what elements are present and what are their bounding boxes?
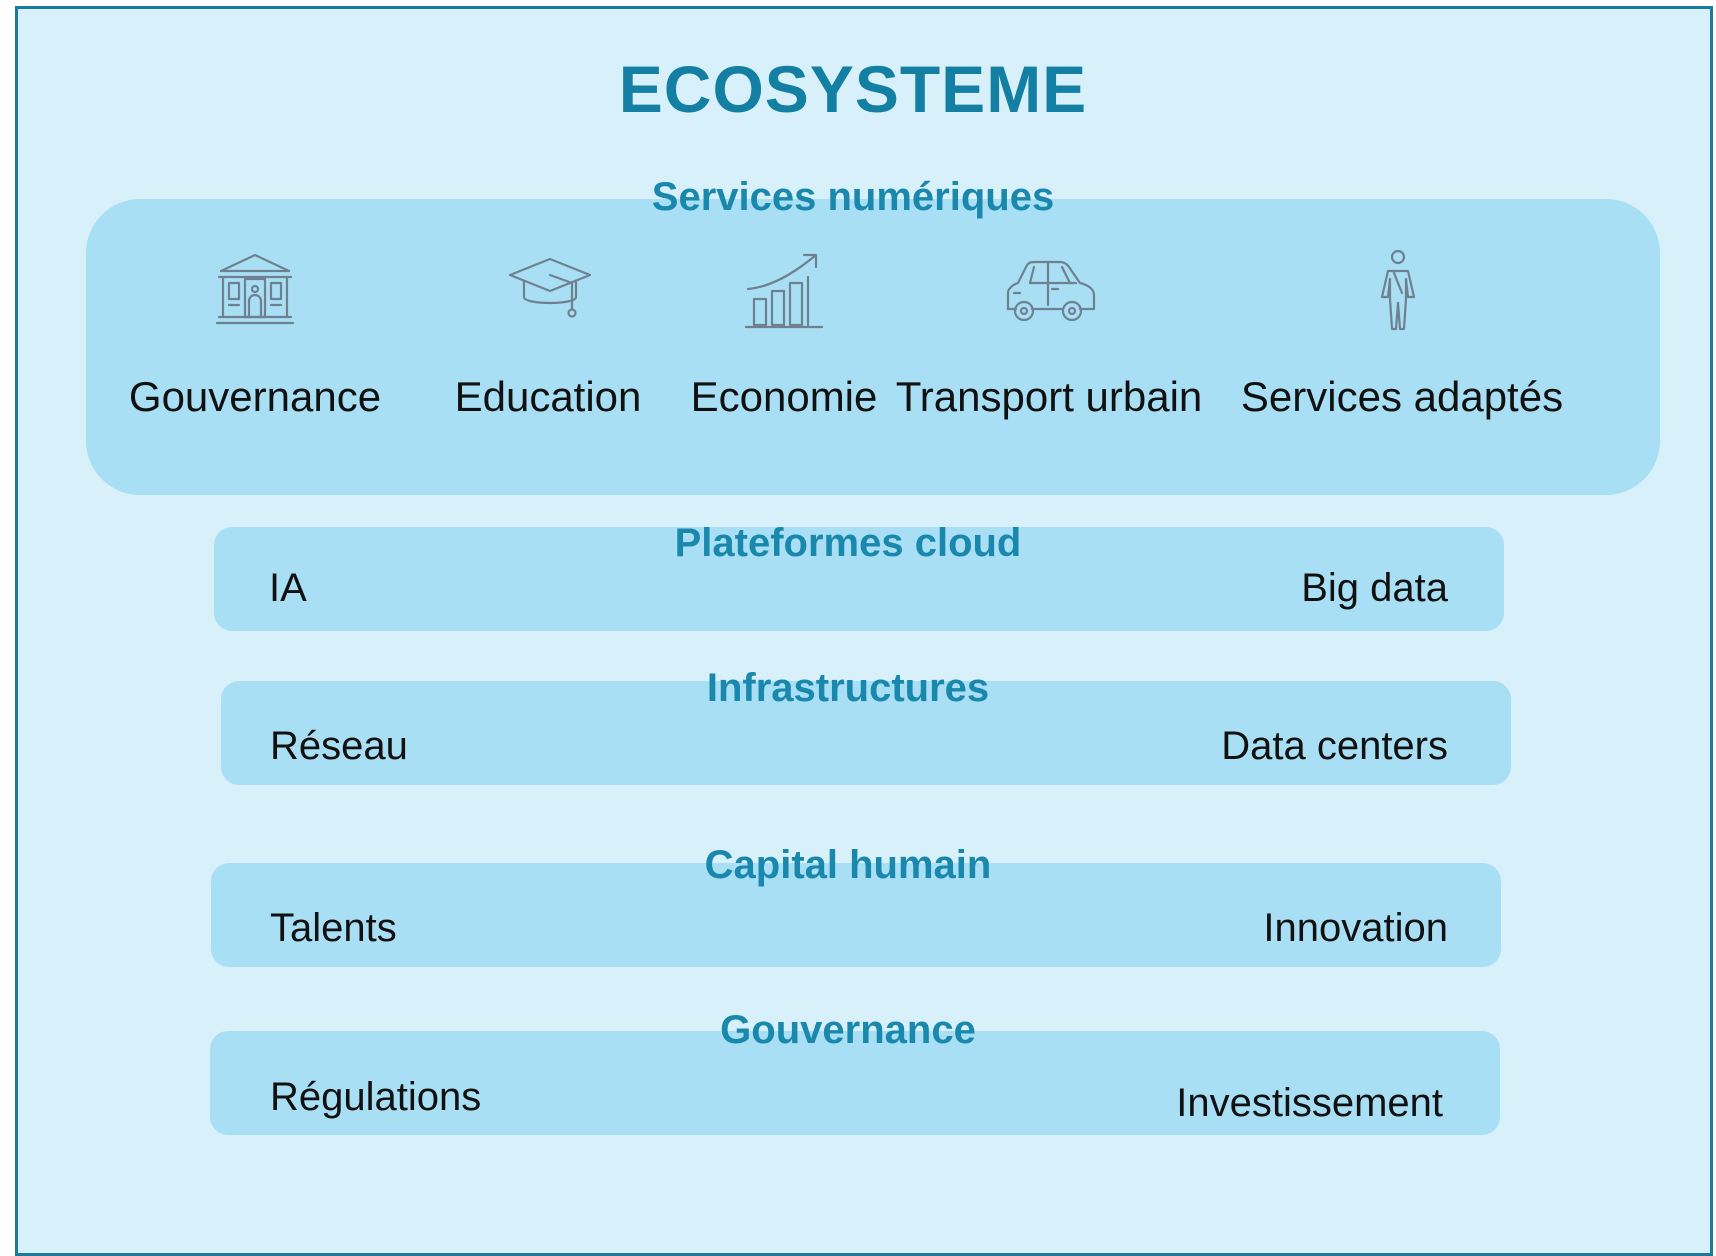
layer-governance-box <box>210 1031 1500 1135</box>
growth-chart-icon <box>744 253 824 329</box>
layer-cloud-title: Plateformes cloud <box>674 521 1022 565</box>
service-governance <box>213 249 297 331</box>
layer-governance-right: Investissement <box>1176 1081 1443 1125</box>
service-transport <box>1000 259 1096 325</box>
ecosystem-frame: ECOSYSTEME Services numériques <box>15 6 1713 1256</box>
service-adapted <box>1374 249 1422 333</box>
service-label-education: Education <box>454 373 642 420</box>
layer-cloud-left: IA <box>269 566 307 610</box>
service-economy <box>744 251 824 331</box>
graduation-cap-icon <box>508 257 592 318</box>
layer-cloud-right: Big data <box>1301 566 1448 610</box>
government-building-icon <box>215 253 295 325</box>
layer-infra-right: Data centers <box>1221 724 1448 768</box>
layer-human-left: Talents <box>270 906 397 950</box>
layer-human-right: Innovation <box>1263 906 1448 950</box>
layer-governance-title: Gouvernance <box>720 1008 976 1052</box>
service-label-governance: Gouvernance <box>128 373 382 420</box>
layer-human-title: Capital humain <box>704 843 992 887</box>
layer-infra-title: Infrastructures <box>706 666 990 710</box>
person-icon <box>1380 249 1416 331</box>
car-icon <box>1006 260 1096 322</box>
services-title: Services numériques <box>651 175 1055 219</box>
services-box <box>86 199 1660 495</box>
service-education <box>508 253 592 325</box>
layer-cloud-box <box>214 527 1504 631</box>
service-label-economy: Economie <box>690 373 878 420</box>
layer-infra-left: Réseau <box>270 724 408 768</box>
layer-infra-box <box>221 681 1511 785</box>
service-label-adapted: Services adaptés <box>1240 373 1564 420</box>
page-title: ECOSYSTEME <box>618 52 1088 126</box>
service-label-transport: Transport urbain <box>895 373 1203 420</box>
layer-human-box <box>211 863 1501 967</box>
layer-governance-left: Régulations <box>270 1075 482 1119</box>
